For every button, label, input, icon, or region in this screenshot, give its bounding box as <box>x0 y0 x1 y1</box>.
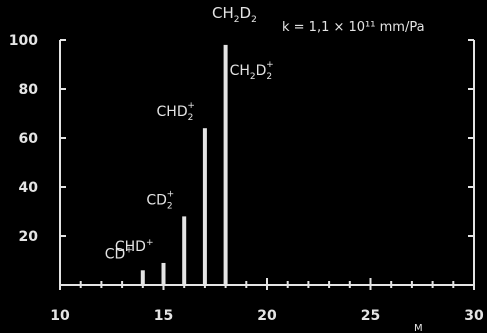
x-tick-label: 10 <box>50 308 70 324</box>
x-tick-label: 30 <box>464 308 484 324</box>
x-axis-label: M <box>414 323 423 333</box>
y-tick-label: 60 <box>19 131 39 147</box>
x-tick-label: 20 <box>257 308 277 324</box>
y-tick-label: 20 <box>19 229 39 245</box>
sensitivity-text: k = 1,1 × 10¹¹ mm/Pa <box>282 20 425 35</box>
peak-bar <box>223 44 228 286</box>
title-text: CH2​D2​ <box>212 4 257 25</box>
peak-bar <box>182 216 187 285</box>
peak-labels: CD+CHD+ CD2​+ CHD2​+ CH2​D2​+ <box>105 60 274 262</box>
peak-label: CHD2​+ <box>157 101 195 123</box>
peak-label: CH2​D2​+ <box>230 60 274 82</box>
y-tick-label: 80 <box>19 82 39 98</box>
peak-bars <box>140 44 228 286</box>
peak-bar <box>140 270 145 285</box>
chart-title: CH2​D2​ <box>212 4 257 25</box>
x-tick-label: 25 <box>361 308 380 324</box>
x-tick-label: 15 <box>154 308 173 324</box>
sensitivity-annotation: k = 1,1 × 10¹¹ mm/Pa <box>282 20 425 35</box>
y-tick-label: 100 <box>9 33 38 49</box>
y-tick-label: 40 <box>19 180 39 196</box>
peak-bar <box>161 262 166 285</box>
peak-label: CD+ <box>105 245 133 262</box>
peak-label: CD2​+ <box>146 189 174 211</box>
peak-bar <box>202 128 207 285</box>
peak-label: CHD+ <box>115 238 154 255</box>
axes: 20 40 60 80 100 10 15 20 25 30M <box>9 33 484 333</box>
